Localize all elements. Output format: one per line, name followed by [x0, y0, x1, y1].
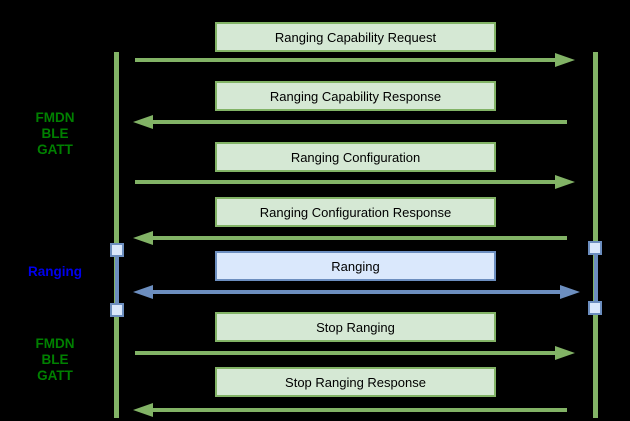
- message-label: Ranging: [331, 258, 380, 274]
- phase-label-fmdn-ble-gatt-top: FMDN BLE GATT: [35, 110, 75, 157]
- arrowhead-left-icon: [133, 115, 153, 129]
- activation-node-left-bottom: [110, 303, 124, 317]
- message-box-stop-ranging-response: Stop Ranging Response: [215, 367, 496, 397]
- lifeline-right: [593, 52, 598, 418]
- arrowhead-left-icon: [133, 285, 153, 299]
- arrow-ranging-configuration-response: [133, 231, 567, 245]
- message-box-ranging-configuration: Ranging Configuration: [215, 142, 496, 172]
- arrow-ranging-configuration: [135, 175, 575, 189]
- arrow-shaft: [135, 180, 555, 184]
- arrow-shaft: [153, 236, 567, 240]
- message-label: Ranging Capability Response: [269, 88, 442, 104]
- arrow-shaft: [153, 120, 567, 124]
- arrow-shaft: [135, 351, 555, 355]
- phase-label-ranging: Ranging: [28, 264, 82, 279]
- arrow-ranging-capability-request: [135, 53, 575, 67]
- message-label: Ranging Configuration: [290, 149, 421, 165]
- arrowhead-right-icon: [555, 346, 575, 360]
- message-label: Ranging Configuration Response: [259, 204, 452, 220]
- arrow-ranging-capability-response: [133, 115, 567, 129]
- arrowhead-right-icon: [560, 285, 580, 299]
- ranging-activation-bar-left: [115, 250, 119, 310]
- message-box-ranging-capability-request: Ranging Capability Request: [215, 22, 496, 52]
- activation-node-left-top: [110, 243, 124, 257]
- arrow-shaft: [135, 58, 555, 62]
- ranging-activation-bar-right: [594, 247, 598, 308]
- message-label: Stop Ranging: [316, 319, 395, 335]
- lifeline-left: [114, 52, 119, 418]
- arrow-shaft: [153, 408, 567, 412]
- arrow-shaft: [153, 290, 560, 294]
- arrow-stop-ranging: [135, 346, 575, 360]
- arrowhead-right-icon: [555, 175, 575, 189]
- arrow-stop-ranging-response: [133, 403, 567, 417]
- arrow-ranging-bidirectional: [133, 285, 580, 299]
- activation-node-right-bottom: [588, 301, 602, 315]
- message-label: Ranging Capability Request: [274, 29, 437, 45]
- message-box-ranging: Ranging: [215, 251, 496, 281]
- arrowhead-right-icon: [555, 53, 575, 67]
- message-box-ranging-capability-response: Ranging Capability Response: [215, 81, 496, 111]
- message-box-ranging-configuration-response: Ranging Configuration Response: [215, 197, 496, 227]
- activation-node-right-top: [588, 241, 602, 255]
- arrowhead-left-icon: [133, 403, 153, 417]
- phase-label-fmdn-ble-gatt-bottom: FMDN BLE GATT: [35, 336, 75, 383]
- message-label: Stop Ranging Response: [285, 374, 426, 390]
- arrowhead-left-icon: [133, 231, 153, 245]
- message-box-stop-ranging: Stop Ranging: [215, 312, 496, 342]
